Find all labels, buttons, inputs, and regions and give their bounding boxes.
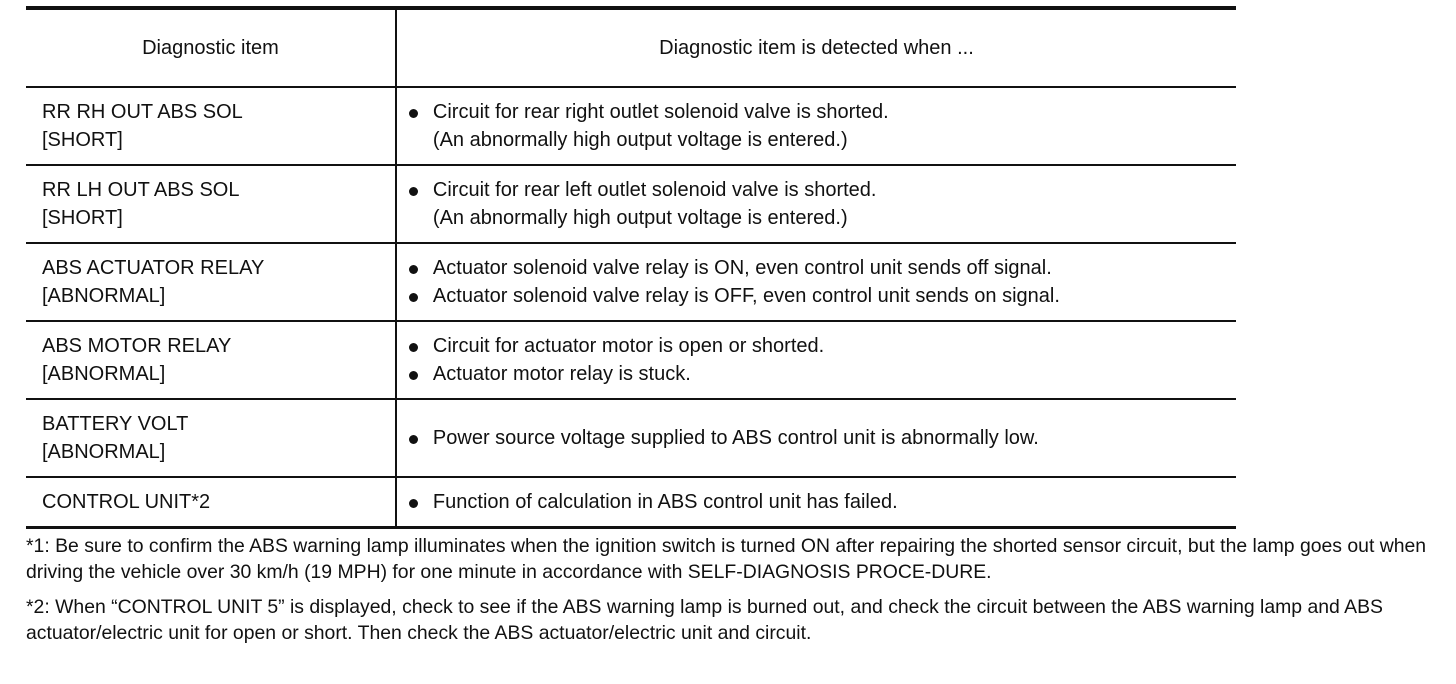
footnote-2: *2: When “CONTROL UNIT 5” is displayed, … — [26, 596, 1383, 644]
table-header-row: Diagnostic item Diagnostic item is detec… — [26, 8, 1236, 88]
item-status: [ABNORMAL] — [42, 285, 166, 307]
table-row: BATTERY VOLT [ABNORMAL] Power source vol… — [26, 399, 1236, 478]
table-row: CONTROL UNIT*2 Function of calculation i… — [26, 477, 1236, 528]
item-status: [SHORT] — [42, 207, 123, 229]
description-note: (An abnormally high output voltage is en… — [432, 129, 848, 151]
item-name: ABS ACTUATOR RELAY — [42, 257, 265, 279]
description-cell: Power source voltage supplied to ABS con… — [395, 399, 1236, 478]
item-cell: RR RH OUT ABS SOL [SHORT] — [26, 87, 397, 166]
description-cell: Circuit for actuator motor is open or sh… — [395, 321, 1236, 400]
item-name: CONTROL UNIT*2 — [42, 491, 211, 513]
item-cell: BATTERY VOLT [ABNORMAL] — [26, 399, 397, 478]
bullet-item: Circuit for actuator motor is open or sh… — [407, 332, 1236, 360]
bullet-item: Power source voltage supplied to ABS con… — [407, 424, 1236, 452]
table-row: ABS MOTOR RELAY [ABNORMAL] Circuit for a… — [26, 321, 1236, 400]
description-cell: Circuit for rear left outlet solenoid va… — [395, 165, 1236, 244]
table-row: RR LH OUT ABS SOL [SHORT] Circuit for re… — [26, 165, 1236, 244]
bullet-text: Actuator motor relay is stuck. — [432, 363, 691, 385]
bullet-item: Actuator solenoid valve relay is OFF, ev… — [407, 282, 1236, 310]
item-status: [ABNORMAL] — [42, 441, 166, 463]
bullet-text: Actuator solenoid valve relay is ON, eve… — [432, 257, 1052, 279]
bullet-dot-icon — [408, 435, 418, 444]
item-status: [ABNORMAL] — [42, 363, 166, 385]
bullet-dot-icon — [408, 187, 418, 196]
bullet-item: Actuator solenoid valve relay is ON, eve… — [407, 254, 1236, 282]
item-name: ABS MOTOR RELAY — [42, 335, 232, 357]
bullet-dot-icon — [408, 293, 418, 302]
table-row: ABS ACTUATOR RELAY [ABNORMAL] Actuator s… — [26, 243, 1236, 322]
bullet-text: Circuit for rear right outlet solenoid v… — [432, 101, 889, 123]
item-name: RR LH OUT ABS SOL — [42, 179, 240, 201]
bullet-item: Actuator motor relay is stuck. — [407, 360, 1236, 388]
bullet-text: Actuator solenoid valve relay is OFF, ev… — [432, 285, 1060, 307]
bullet-item: Circuit for rear right outlet solenoid v… — [407, 98, 1236, 126]
header-detection-condition: Diagnostic item is detected when ... — [395, 8, 1236, 88]
item-cell: RR LH OUT ABS SOL [SHORT] — [26, 165, 397, 244]
item-name: RR RH OUT ABS SOL — [42, 101, 243, 123]
item-cell: ABS ACTUATOR RELAY [ABNORMAL] — [26, 243, 397, 322]
bullet-text: Circuit for actuator motor is open or sh… — [432, 335, 825, 357]
bullet-item: Circuit for rear left outlet solenoid va… — [407, 176, 1236, 204]
description-cell: Function of calculation in ABS control u… — [396, 477, 1236, 528]
bullet-item: Function of calculation in ABS control u… — [407, 488, 1236, 516]
item-cell: CONTROL UNIT*2 — [26, 477, 397, 528]
bullet-dot-icon — [408, 499, 418, 508]
bullet-dot-icon — [408, 343, 418, 352]
description-cell: Circuit for rear right outlet solenoid v… — [395, 87, 1236, 166]
bullet-text: Function of calculation in ABS control u… — [432, 491, 898, 513]
item-status: [SHORT] — [42, 129, 123, 151]
bullet-text: Power source voltage supplied to ABS con… — [432, 427, 1039, 449]
footnotes: *1: Be sure to confirm the ABS warning l… — [26, 533, 1446, 655]
diagnostic-table: Diagnostic item Diagnostic item is detec… — [26, 6, 1236, 529]
bullet-dot-icon — [408, 371, 418, 380]
description-note: (An abnormally high output voltage is en… — [432, 207, 848, 229]
item-name: BATTERY VOLT — [42, 413, 189, 435]
footnote-1: *1: Be sure to confirm the ABS warning l… — [26, 535, 1427, 583]
bullet-dot-icon — [408, 265, 418, 274]
description-cell: Actuator solenoid valve relay is ON, eve… — [395, 243, 1236, 322]
table-row: RR RH OUT ABS SOL [SHORT] Circuit for re… — [26, 87, 1236, 166]
bullet-dot-icon — [408, 109, 418, 118]
bullet-text: Circuit for rear left outlet solenoid va… — [432, 179, 877, 201]
header-diagnostic-item: Diagnostic item — [26, 8, 397, 88]
item-cell: ABS MOTOR RELAY [ABNORMAL] — [26, 321, 397, 400]
